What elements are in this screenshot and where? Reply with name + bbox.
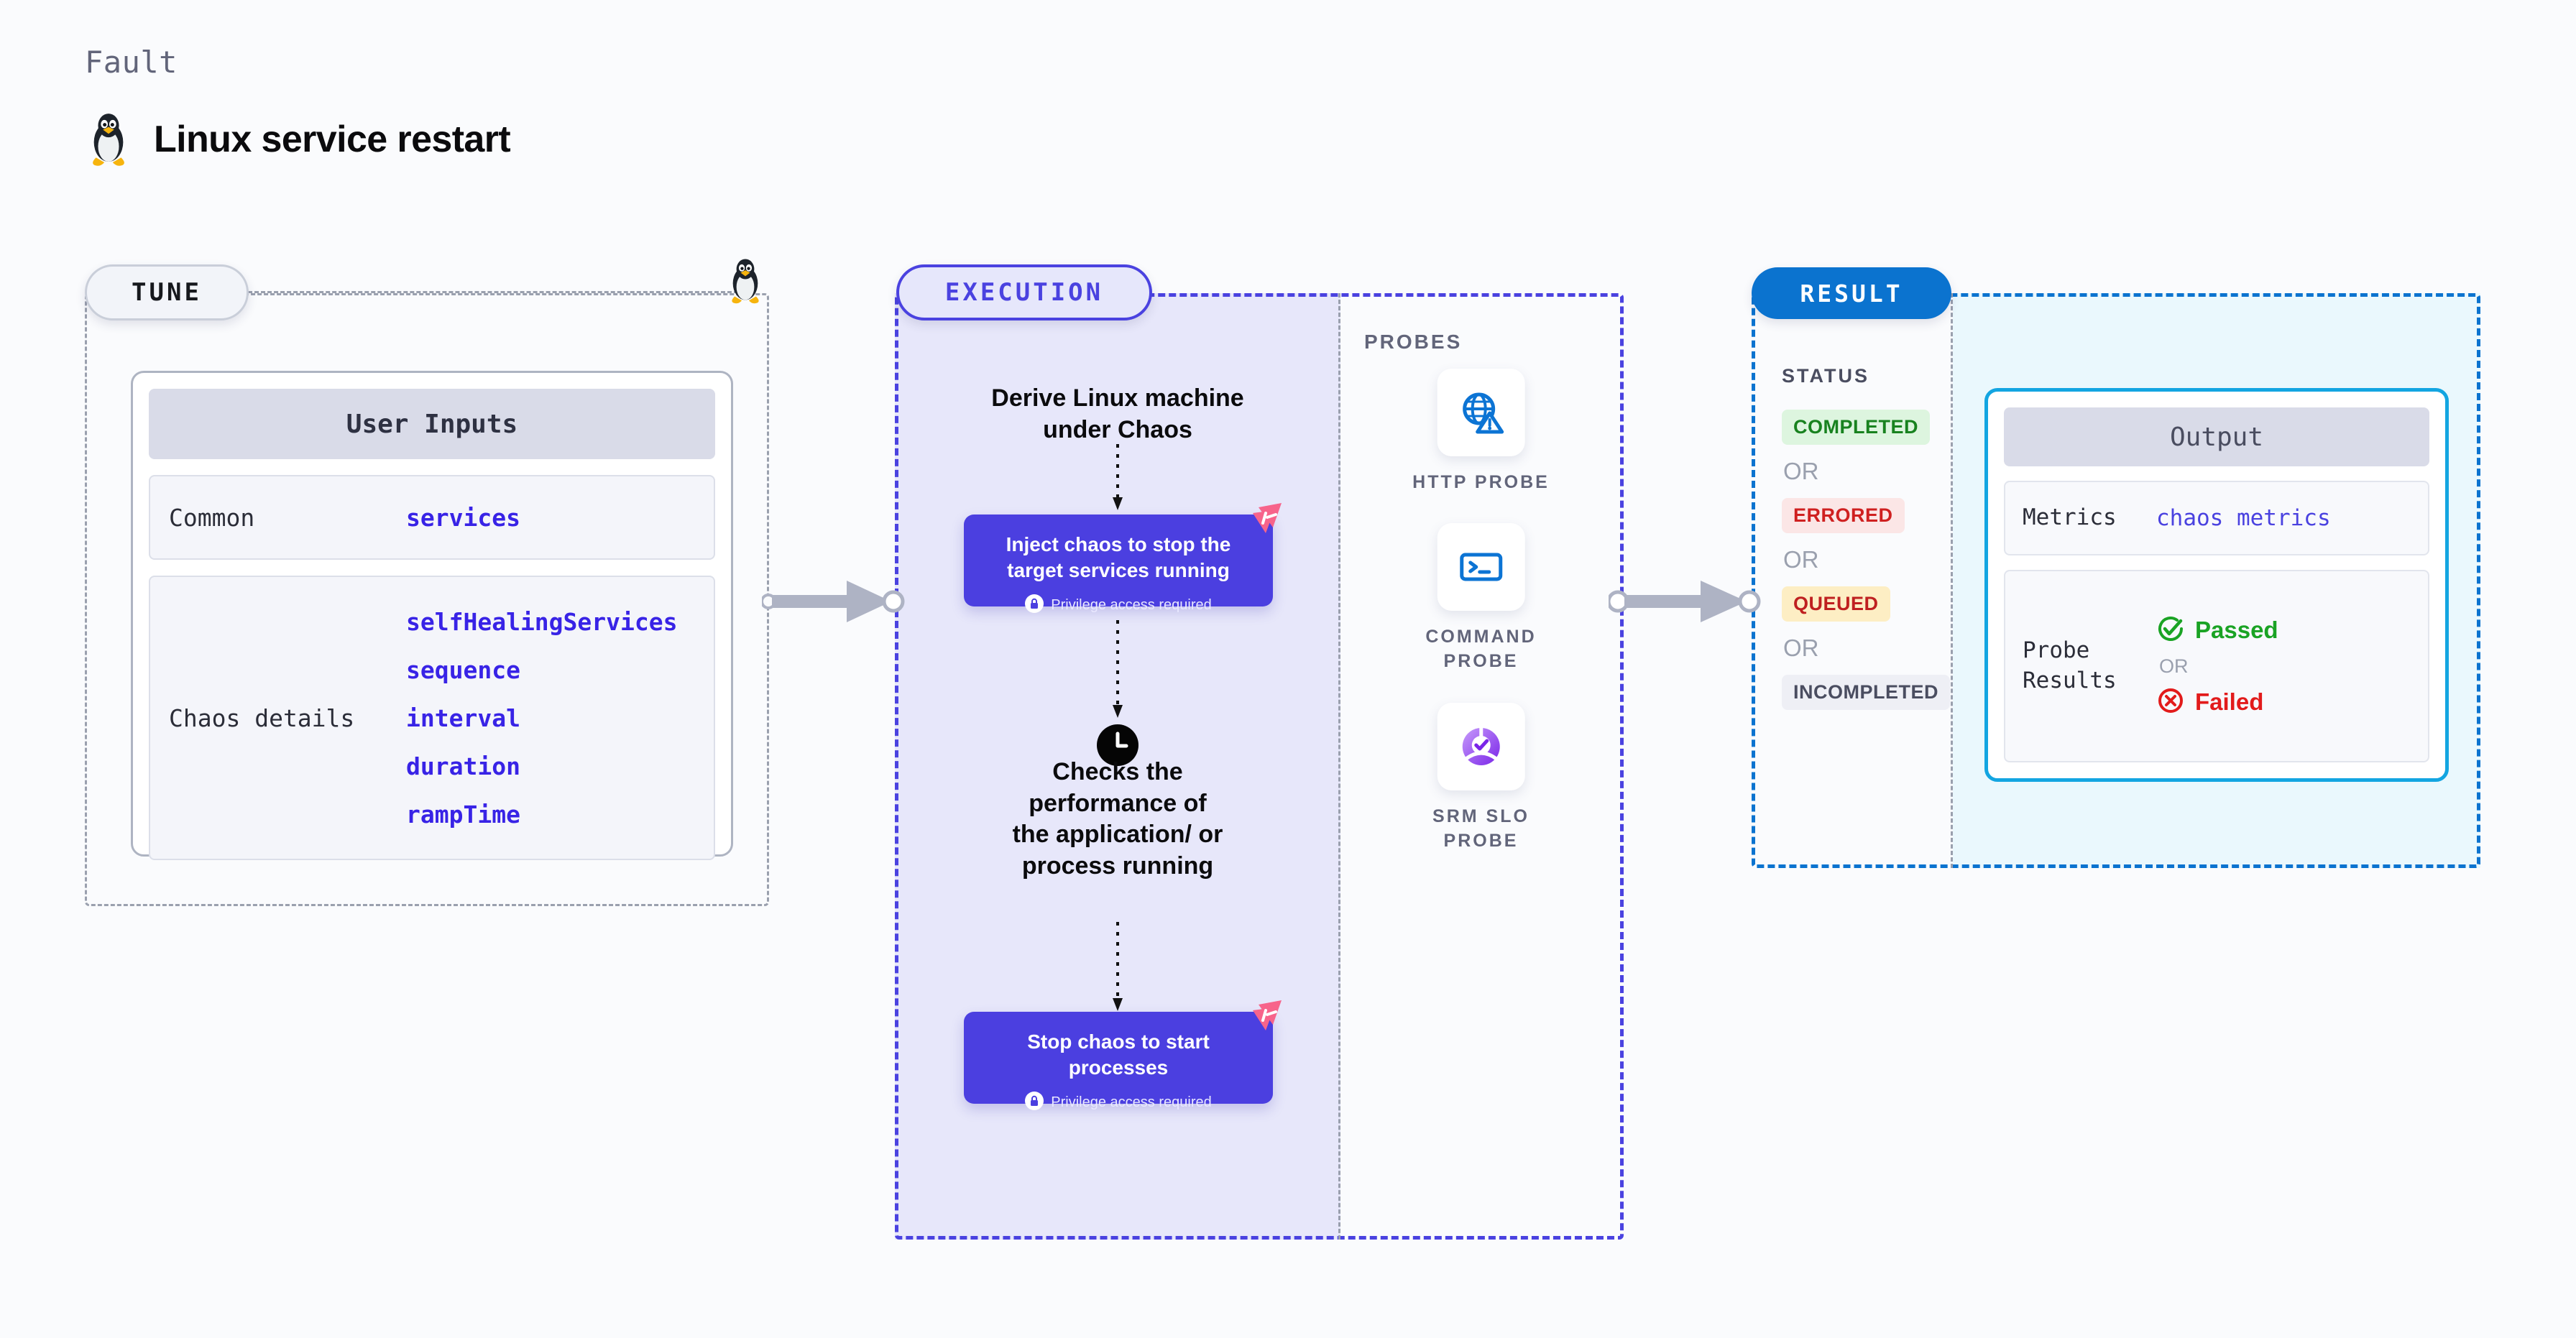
execution-step-checks-label: Checks the performance of the applicatio… — [1012, 758, 1223, 880]
lock-icon — [1025, 1091, 1044, 1114]
globe-warning-icon — [1437, 369, 1525, 456]
slo-donut-check-icon — [1437, 703, 1525, 790]
stop-chaos-label: Stop chaos to start processes — [1027, 1030, 1210, 1079]
param-sequence[interactable]: sequence — [406, 655, 520, 684]
execution-flow-column: Derive Linux machine under Chaos Inject … — [895, 293, 1340, 1240]
clock-icon — [1097, 724, 1138, 770]
row-values-common: services — [406, 504, 520, 532]
probe-label-command: COMMAND PROBE — [1425, 627, 1537, 671]
user-inputs-row-chaos-details: Chaos details selfHealingServices sequen… — [149, 576, 715, 860]
row-values-chaos-details: selfHealingServices sequence interval du… — [406, 608, 678, 829]
status-or-2: OR — [1783, 546, 1819, 573]
output-label-probe-results: Probe Results — [2023, 637, 2117, 693]
probe-result-passed-label: Passed — [2195, 617, 2278, 643]
execution-section-pill[interactable]: EXECUTION — [896, 264, 1152, 320]
tune-to-execution-arrow — [760, 575, 906, 632]
probe-result-failed-label: Failed — [2195, 688, 2264, 715]
inject-privilege-row: Privilege access required — [978, 594, 1259, 617]
fault-eyebrow-label: Fault — [85, 45, 178, 80]
tune-linux-tux-penguin-icon — [726, 257, 765, 308]
check-circle-icon — [2156, 614, 2185, 647]
param-services[interactable]: services — [406, 503, 520, 532]
page-title-row: Linux service restart — [86, 111, 511, 167]
execution-to-result-arrow — [1606, 575, 1767, 632]
stop-privilege-row: Privilege access required — [978, 1091, 1259, 1114]
probe-label-http: HTTP PROBE — [1412, 472, 1550, 492]
lock-icon — [1025, 594, 1044, 617]
linux-tux-penguin-icon — [86, 111, 131, 167]
output-title: Output — [2004, 407, 2429, 466]
status-badge-errored: ERRORED — [1782, 498, 1905, 533]
param-selfhealingservices[interactable]: selfHealingServices — [406, 607, 678, 636]
probe-result-values: Passed OR Failed — [2156, 614, 2278, 719]
probe-item-http[interactable]: HTTP PROBE — [1412, 369, 1550, 495]
tune-connector-dash — [248, 291, 751, 293]
status-badge-incompleted: INCOMPLETED — [1782, 675, 1951, 710]
status-heading: STATUS — [1782, 365, 1869, 387]
probes-divider — [1338, 293, 1340, 1240]
probes-column: PROBES HTTP PROBE — [1338, 293, 1624, 1240]
dotted-arrow-3 — [1110, 922, 1125, 1018]
execution-block-inject-chaos[interactable]: Inject chaos to stop the target services… — [964, 503, 1282, 613]
user-inputs-card: User Inputs Common services Chaos detail… — [131, 371, 733, 860]
execution-step-derive-label: Derive Linux machine under Chaos — [991, 384, 1244, 443]
inject-privilege-note: Privilege access required — [1051, 596, 1212, 613]
execution-probes-region — [895, 293, 1624, 1240]
result-status-divider — [1951, 293, 1953, 868]
tune-section-pill[interactable]: TUNE — [85, 264, 249, 320]
dotted-arrow-2 — [1110, 620, 1125, 724]
status-badge-list: COMPLETED OR ERRORED OR QUEUED OR INCOMP… — [1782, 410, 1951, 710]
probe-result-failed: Failed — [2156, 686, 2278, 719]
result-region — [1752, 293, 2480, 868]
result-section-pill[interactable]: RESULT — [1752, 267, 1951, 319]
inject-chaos-label: Inject chaos to stop the target services… — [1006, 533, 1231, 582]
output-value-chaos-metrics[interactable]: chaos metrics — [2156, 505, 2331, 531]
row-label-common: Common — [169, 503, 255, 532]
output-row-metrics: Metrics chaos metrics — [2004, 481, 2429, 555]
output-row-probe-results: Probe Results Passed OR — [2004, 570, 2429, 762]
x-circle-icon — [2156, 686, 2185, 719]
execution-block-stop-chaos[interactable]: Stop chaos to start processes Privilege … — [964, 1000, 1282, 1110]
status-or-3: OR — [1783, 635, 1819, 661]
row-label-chaos-details: Chaos details — [169, 703, 355, 732]
output-card: Output Metrics chaos metrics Probe Resul… — [1984, 388, 2449, 782]
terminal-prompt-icon — [1437, 523, 1525, 611]
probe-item-command[interactable]: COMMAND PROBE — [1409, 523, 1552, 674]
stop-privilege-note: Privilege access required — [1051, 1094, 1212, 1110]
status-or-1: OR — [1783, 458, 1819, 484]
harness-logo-icon — [1248, 996, 1289, 1040]
probes-section-label: PROBES — [1364, 331, 1463, 353]
output-label-metrics: Metrics — [2023, 504, 2117, 531]
probe-label-srm-slo: SRM SLO PROBE — [1432, 806, 1530, 851]
param-interval[interactable]: interval — [406, 703, 520, 732]
dotted-arrow-1 — [1110, 444, 1125, 517]
page-title: Linux service restart — [154, 119, 511, 160]
result-status-column: STATUS COMPLETED OR ERRORED OR QUEUED OR… — [1752, 293, 1951, 868]
probe-item-srm-slo[interactable]: SRM SLO PROBE — [1409, 703, 1552, 854]
probe-result-or: OR — [2159, 655, 2189, 677]
user-inputs-row-common: Common services — [149, 475, 715, 560]
status-badge-queued: QUEUED — [1782, 586, 1890, 622]
param-duration[interactable]: duration — [406, 752, 520, 780]
param-ramptime[interactable]: rampTime — [406, 800, 520, 829]
probe-result-passed: Passed — [2156, 614, 2278, 647]
harness-logo-icon — [1248, 499, 1289, 543]
status-badge-completed: COMPLETED — [1782, 410, 1931, 445]
user-inputs-title: User Inputs — [149, 389, 715, 459]
